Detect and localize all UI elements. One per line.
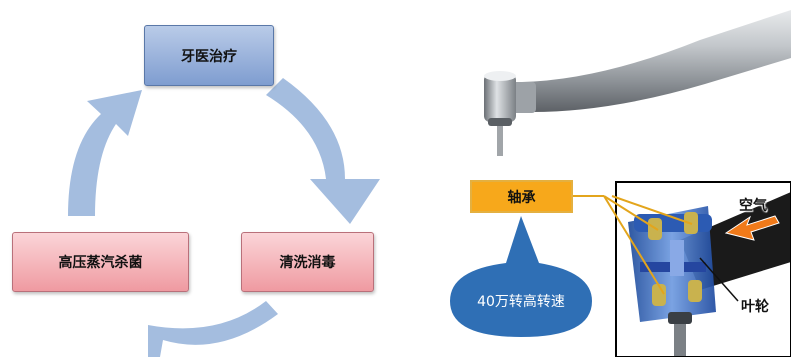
speed-callout-bubble [450,216,592,337]
handpiece-photo [436,0,791,160]
step-label: 清洗消毒 [279,255,336,271]
step-cleaning-disinfection: 清洗消毒 [241,232,374,292]
step-label: 牙医治疗 [181,48,237,65]
impeller-leader-line [699,257,739,302]
bearing-label-text: 轴承 [507,189,536,206]
impeller-label: 叶轮 [741,299,769,315]
air-flow-arrow [724,215,780,241]
step-autoclave-sterilization: 高压蒸汽杀菌 [12,232,189,292]
bearing-cross-section-photo [616,182,791,357]
step-dental-treatment: 牙医治疗 [144,25,274,86]
cycle-arrows [68,78,380,357]
step-label: 高压蒸汽杀菌 [58,255,143,271]
cycle-arrow-bottom [148,301,278,357]
air-label: 空气 [739,198,767,214]
bearing-label: 轴承 [470,180,573,213]
cycle-arrow-right [266,78,380,224]
inset-frame [615,181,791,357]
cycle-arrow-left [68,90,142,216]
bearing-leader-lines [573,195,693,295]
speed-callout-text: 40万转高转速 [477,294,565,310]
